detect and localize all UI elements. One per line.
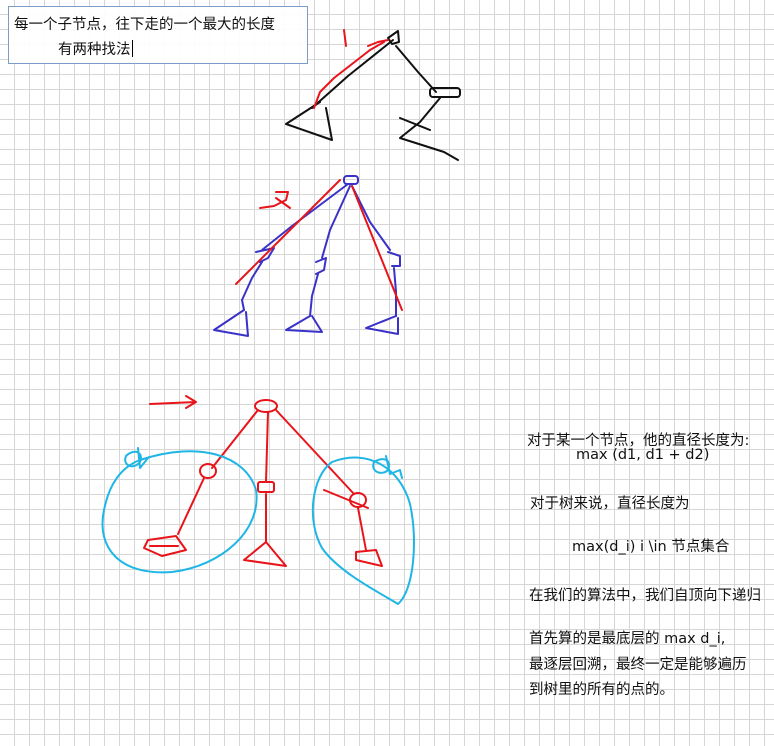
max-formula-text: max (d1, d1 + d2): [576, 447, 710, 463]
red-trace-top: [313, 41, 385, 109]
tree-mid-center-node: [315, 257, 327, 275]
tree-mid-center-foot: [285, 315, 323, 333]
tree-sketch-bottom: [101, 395, 415, 605]
red-mark-mid-2: [259, 191, 291, 209]
tree-mid-right-leg: [393, 267, 397, 317]
tree-bottom-center-foot: [243, 541, 287, 567]
red-line-mid-right: [351, 185, 403, 311]
all-nodes-text: 到树里的所有的点的。: [529, 682, 674, 698]
tree-mid-right-branch: [351, 185, 391, 251]
red-mark-top-2: [367, 39, 389, 47]
note-line-1: 每一个子节点，往下走的一个最大的长度: [14, 17, 275, 33]
bottom-level-text: 首先算的是最底层的 max d_i,: [529, 631, 726, 647]
backtrack-text: 最逐层回溯，最终一定是能够遍历: [529, 657, 747, 673]
tree-mid-root: [343, 175, 359, 185]
tree-bottom-left-foot: [143, 535, 187, 557]
tree-bottom-left-leg: [177, 477, 205, 535]
tree-diameter-text: 对于树来说，直径长度为: [530, 496, 690, 512]
red-line-bottom-right: [323, 489, 369, 509]
cyan-label-d2: [372, 455, 403, 479]
red-line-mid-left: [235, 179, 341, 285]
tree-top-left-foot: [285, 101, 333, 141]
cyan-group-left: [101, 450, 258, 574]
tree-top-left-branch: [311, 39, 394, 109]
tree-bottom-right-leg: [357, 507, 367, 551]
tree-sketch-top: [285, 29, 461, 161]
red-mark-top-1: [343, 29, 347, 47]
tree-mid-left-node: [255, 247, 275, 263]
diameter-definition-text: 对于某一个节点，他的直径长度为:: [527, 433, 750, 449]
tree-mid-left-foot: [213, 309, 249, 337]
tree-bottom-branch-right: [275, 409, 355, 495]
text-caret: [131, 40, 133, 57]
tree-bottom-right-foot: [355, 549, 383, 567]
tree-bottom-branch-left: [211, 409, 259, 469]
tree-top-right-branch: [395, 45, 437, 93]
tree-mid-left-leg: [241, 261, 263, 311]
tree-mid-right-node: [387, 251, 401, 267]
note-textbox[interactable]: 每一个子节点，往下走的一个最大的长度 有两种找法: [8, 6, 308, 64]
tree-mid-center-branch: [321, 185, 351, 259]
tree-bottom-left-node: [199, 463, 217, 479]
tree-top-right-foot: [399, 97, 459, 161]
red-arrow: [149, 395, 197, 409]
tree-mid-right-foot: [365, 315, 399, 335]
tree-bottom-center-node: [257, 481, 275, 493]
tree-bottom-root: [254, 399, 278, 413]
cyan-label-d1: [124, 447, 149, 469]
tree-mid-left-branch: [261, 183, 349, 251]
max-di-formula-text: max(d_i) i \in 节点集合: [572, 539, 730, 555]
algorithm-text: 在我们的算法中，我们自顶向下递归: [529, 588, 761, 604]
tree-sketch-middle: [213, 175, 403, 337]
tree-top-right-node: [429, 87, 461, 98]
tree-bottom-branch-center: [265, 411, 269, 483]
note-line-2: 有两种找法: [58, 40, 133, 58]
cyan-group-right: [311, 456, 415, 605]
tree-mid-center-leg: [309, 273, 319, 317]
